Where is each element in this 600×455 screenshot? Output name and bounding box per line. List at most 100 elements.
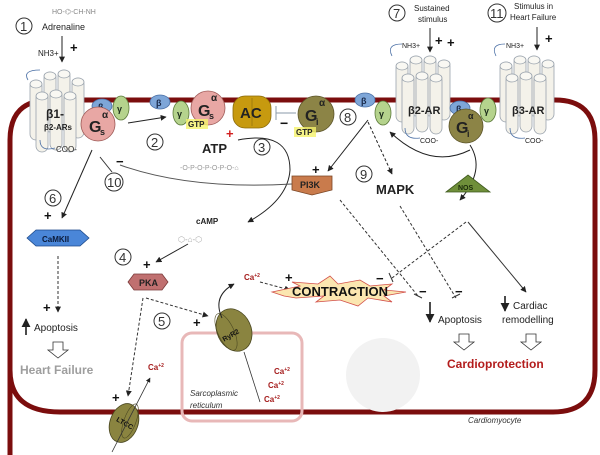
pka-label: PKA [139,278,159,288]
beta2-receptor [389,43,451,139]
plus-sign: + [112,390,120,405]
step-9: 9 [360,167,367,182]
gi-alpha-subunit-b2 [448,108,484,144]
left-apoptosis-label: Apoptosis [34,323,78,334]
heart-failure-label: Heart Failure [20,363,94,377]
svg-text:α: α [319,98,326,109]
step-7: 7 [393,6,400,21]
camkii-label: CaMKII [42,235,69,244]
receptor-b1-label: β1- [46,107,64,121]
sr-label-line2: reticulum [190,401,223,410]
coo-label-r3: COO- [525,138,544,145]
gtp-label: GTP [188,120,205,129]
hollow-arrow-icon [452,333,476,351]
gamma-subunit [172,100,190,126]
svg-text:s: s [100,127,105,137]
ca-label-sr-2: Ca+2 [268,381,284,390]
ca-label-sr-1: Ca+2 [274,367,290,376]
adrenaline-structure-icon: HO‑⌬‑CH‑NH [52,8,96,16]
sustained-stimulus-line1: Sustained [414,4,450,13]
svg-text:α: α [102,110,109,121]
plus-sign: + [447,35,455,50]
svg-text:s: s [209,111,214,121]
plus-sign: + [193,315,201,330]
sustained-stimulus-line2: stimulus [418,15,447,24]
step-10: 10 [107,175,121,190]
minus-sign: − [376,271,384,286]
contraction-label: CONTRACTION [292,284,388,299]
svg-text:β: β [361,96,367,106]
plus-sign: + [143,257,151,272]
svg-text:i: i [467,129,470,139]
cardioprotection-label: Cardioprotection [447,357,544,371]
beta-subunit [149,94,171,110]
adrenaline-label: Adrenaline [42,22,85,32]
ca-label-sr-3: Ca+2 [264,395,280,404]
gamma-subunit [479,97,497,123]
plus-sign: + [285,270,293,285]
minus-sign: − [419,284,427,299]
sr-label-line1: Sarcoplasmic [190,389,238,398]
nos-label: NOS [458,185,474,192]
ca-label-ryr: Ca+2 [244,273,260,282]
hollow-arrow-icon [46,341,70,359]
step-8: 8 [344,110,351,125]
receptor-b3-label: β3-AR [512,105,544,117]
plus-sign: + [435,33,443,48]
beta3-receptor [493,43,555,139]
step-1: 1 [20,19,27,34]
nh3-label-r3: NH3+ [506,43,524,50]
plus-sign: + [545,31,553,46]
svg-text:γ: γ [177,109,182,119]
step-2: 2 [151,135,158,150]
gtp-label: GTP [296,128,313,137]
mapk-label: MAPK [376,182,415,197]
minus-sign: − [280,115,288,131]
nos-node [444,174,492,193]
svg-text:i: i [316,117,319,127]
svg-text:γ: γ [484,106,489,116]
hf-stimulus-line1: Stimulus in [514,2,553,11]
camkii-node [26,229,90,247]
gs-alpha-subunit [80,106,116,142]
minus-sign: − [116,154,124,169]
plus-sign: + [44,208,52,223]
pi3k-label: PI3K [300,180,321,190]
nucleus-shadow [346,338,420,412]
nh3-label-r2: NH3+ [402,43,420,50]
hf-stimulus-line2: Heart Failure [510,13,557,22]
ryr2-channel [214,308,253,352]
nh3-label-r1: NH3+ [38,49,59,58]
step-3: 3 [258,140,265,155]
pka-node [127,273,169,291]
camp-label: cAMP [196,217,219,226]
hollow-arrow-icon [519,333,543,351]
svg-text:G: G [198,103,210,120]
ca-label-ltcc: Ca+2 [148,363,164,372]
svg-text:β: β [156,98,162,108]
right-apoptosis-label: Apoptosis [438,315,482,326]
red-plus-sign: + [226,126,234,141]
svg-text:γ: γ [379,109,384,119]
gamma-subunit [374,100,392,126]
minus-sign: − [455,284,463,299]
pi3k-node [291,175,333,196]
step-5: 5 [158,314,165,329]
ltcc-channel [108,403,140,443]
step-6: 6 [49,191,56,206]
atp-label: ATP [202,141,227,156]
step-4: 4 [119,250,126,265]
svg-text:G: G [456,120,468,137]
plus-sign: + [312,162,320,177]
svg-text:G: G [305,108,317,125]
receptor-b1-label-line2: β2-ARs [44,123,73,132]
ac-label: AC [240,105,262,122]
camp-structure-icon: ⬡-⌂-⬡ [178,235,202,244]
gamma-subunit [112,95,130,121]
svg-text:α: α [468,111,474,121]
coo-label-r1: COO- [56,145,77,154]
cardiomyocyte-label: Cardiomyocyte [468,416,522,425]
svg-text:G: G [89,119,101,136]
svg-text:γ: γ [117,104,122,114]
